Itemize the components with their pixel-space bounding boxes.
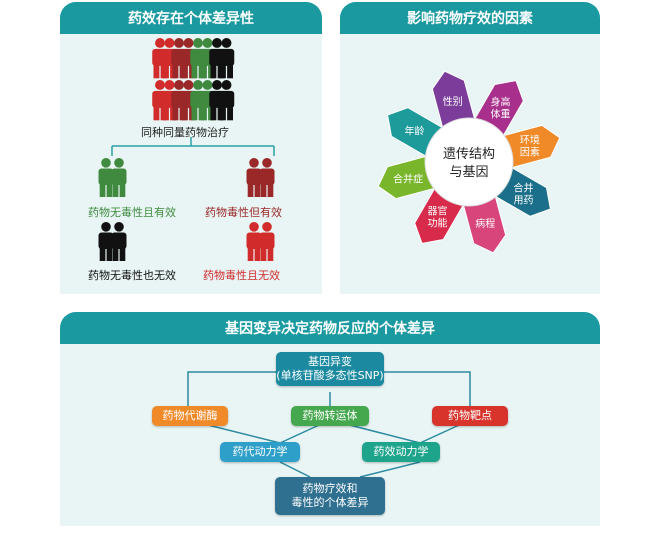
genes-title-text: 基因变异决定药物反应的个体差异 [225,321,435,337]
factor-petal-label: 病程 [475,217,495,230]
transporter-node: 药物转运体 [291,406,369,426]
person-icon [259,158,275,197]
factor-petal-label: 合并症 [393,172,423,185]
gene-variant-node: 基因异变 (单核苷酸多态性SNP) [276,352,384,386]
person-icon [218,38,235,79]
metabolism-enzyme-node: 药物代谢酶 [152,406,228,426]
factor-petal-label: 体重 [491,107,511,120]
factor-petal-label: 性别 [443,95,463,108]
group-label-toxic-ineffective: 药物毒性且无效 [203,269,280,282]
genes-panel-title: 基因变异决定药物反应的个体差异 [60,312,600,344]
drug-target-node: 药物靶点 [432,406,508,426]
center-line-2: 与基因 [449,165,488,180]
outcome-line-2: 毒性的个体差异 [291,496,369,509]
center-line-1: 遗传结构 [443,147,495,162]
factor-petal-label: 合并 [514,182,534,195]
pharmacodynamics-node: 药效动力学 [362,442,440,462]
factor-petal-label: 因素 [520,146,540,159]
center-circle [424,117,514,207]
factor-petal-label: 身高 [491,95,511,108]
group-label-effective-safe: 药物无毒性且有效 [88,206,176,219]
pharmacokinetics-node: 药代动力学 [220,442,300,462]
person-icon [111,158,127,197]
person-icon [218,80,235,121]
gene-variant-line-2: (单核苷酸多态性SNP) [276,369,384,382]
variation-diagram [98,38,275,261]
group-label-safe-ineffective: 药物无毒性也无效 [88,269,176,282]
factor-petal-label: 功能 [428,217,448,230]
gene-variant-line-1: 基因异变 [308,355,352,368]
variation-panel-title: 药效存在个体差异性 [60,2,322,34]
same-dose-label: 同种同量药物治疗 [141,126,229,139]
factor-petal-label: 环境 [520,134,540,147]
group-label-toxic-effective: 药物毒性但有效 [205,206,282,219]
tree-connector [111,137,275,156]
person-icon [246,222,262,261]
person-icon [98,158,114,197]
outcome-node: 药物疗效和 毒性的个体差异 [275,477,385,515]
factors-panel-title: 影响药物疗效的因素 [340,2,600,34]
variation-title-text: 药效存在个体差异性 [128,11,254,27]
person-icon [259,222,275,261]
factors-title-text: 影响药物疗效的因素 [407,11,533,27]
person-icon [98,222,114,261]
factor-petal-label: 年龄 [404,125,424,138]
person-icon [111,222,127,261]
factor-petal-label: 用药 [514,195,534,207]
outcome-line-1: 药物疗效和 [302,482,358,495]
person-icon [246,158,262,197]
factor-petal-label: 器官 [428,205,448,218]
